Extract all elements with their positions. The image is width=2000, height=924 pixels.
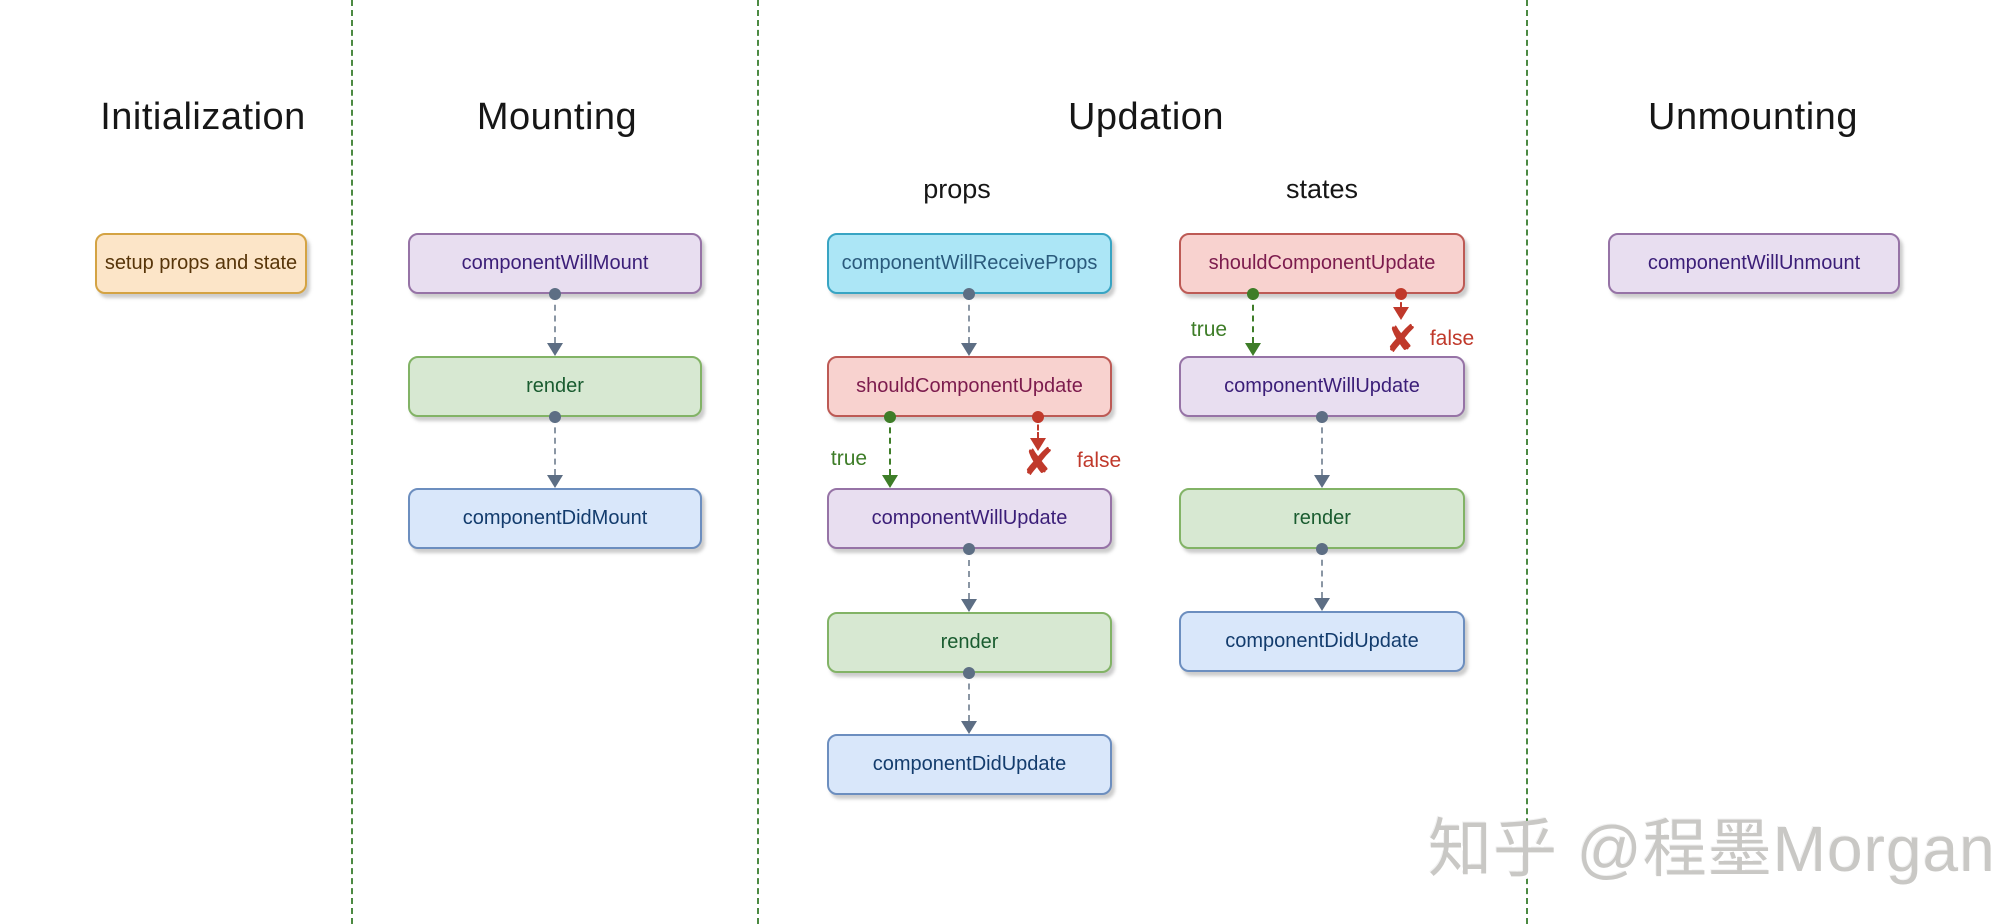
node-component-will-mount: componentWillMount: [408, 233, 702, 294]
node-component-will-update-states: componentWillUpdate: [1179, 356, 1465, 417]
node-component-will-update-props: componentWillUpdate: [827, 488, 1112, 549]
arrowhead-down-false-icon: [1393, 307, 1409, 320]
arrowhead-down-false-icon: [1030, 438, 1046, 451]
watermark: 知乎 @程墨Morgan: [1428, 813, 1996, 885]
connector-dot-icon: [1316, 411, 1328, 423]
node-should-component-update-props: shouldComponentUpdate: [827, 356, 1112, 417]
subsection-title-states: states: [1285, 174, 1359, 204]
node-render-props: render: [827, 612, 1112, 673]
arrowhead-down-icon: [961, 599, 977, 612]
column-separator: [351, 0, 353, 924]
section-title-initialization: Initialization: [100, 96, 306, 138]
connector-line-false: [1400, 294, 1402, 307]
arrowhead-down-icon: [1314, 598, 1330, 611]
connector-dot-icon: [963, 288, 975, 300]
column-separator: [757, 0, 759, 924]
arrowhead-down-icon: [961, 721, 977, 734]
connector-dot-icon: [963, 543, 975, 555]
node-component-will-unmount: componentWillUnmount: [1608, 233, 1900, 294]
node-component-did-mount: componentDidMount: [408, 488, 702, 549]
arrowhead-down-true-icon: [1245, 343, 1261, 356]
connector-line-true: [889, 417, 891, 475]
connector-line: [554, 417, 556, 475]
connector-dot-true-icon: [884, 411, 896, 423]
connector-line: [1321, 417, 1323, 475]
node-render-mounting: render: [408, 356, 702, 417]
connector-dot-false-icon: [1395, 288, 1407, 300]
column-separator: [1526, 0, 1528, 924]
false-x-icon: ✘: [1022, 442, 1054, 484]
branch-label-true: true: [1190, 318, 1228, 341]
node-render-states: render: [1179, 488, 1465, 549]
connector-line: [968, 294, 970, 343]
arrowhead-down-true-icon: [882, 475, 898, 488]
node-component-will-receive-props: componentWillReceiveProps: [827, 233, 1112, 294]
connector-dot-icon: [963, 667, 975, 679]
connector-line: [554, 294, 556, 343]
node-setup-props-and-state: setup props and state: [95, 233, 307, 294]
false-x-icon: ✘: [1385, 319, 1417, 361]
node-should-component-update-states: shouldComponentUpdate: [1179, 233, 1465, 294]
section-title-mounting: Mounting: [476, 96, 638, 138]
node-component-did-update-props: componentDidUpdate: [827, 734, 1112, 795]
connector-dot-false-icon: [1032, 411, 1044, 423]
connector-line: [968, 673, 970, 721]
section-title-unmounting: Unmounting: [1648, 96, 1858, 138]
branch-label-true: true: [830, 447, 868, 470]
branch-label-false: false: [1076, 449, 1122, 472]
connector-dot-icon: [1316, 543, 1328, 555]
connector-dot-icon: [549, 411, 561, 423]
connector-dot-true-icon: [1247, 288, 1259, 300]
subsection-title-props: props: [923, 174, 991, 204]
section-title-updation: Updation: [1067, 96, 1225, 138]
connector-line: [1321, 549, 1323, 598]
arrowhead-down-icon: [961, 343, 977, 356]
connector-line: [968, 549, 970, 599]
branch-label-false: false: [1429, 327, 1475, 350]
arrowhead-down-icon: [547, 343, 563, 356]
connector-line-true: [1252, 294, 1254, 343]
node-component-did-update-states: componentDidUpdate: [1179, 611, 1465, 672]
connector-line-false: [1037, 417, 1039, 438]
connector-dot-icon: [549, 288, 561, 300]
arrowhead-down-icon: [1314, 475, 1330, 488]
arrowhead-down-icon: [547, 475, 563, 488]
